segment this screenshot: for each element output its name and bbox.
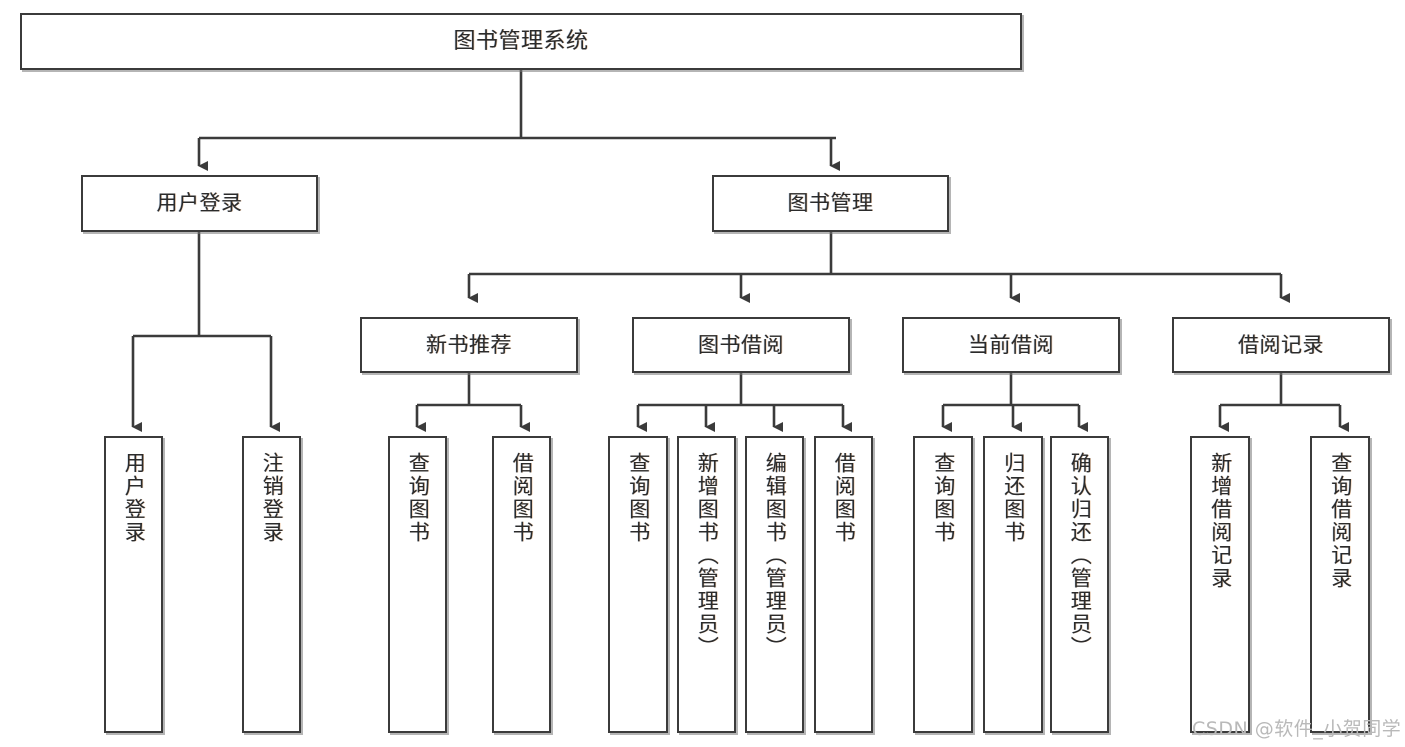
leaf-label: 注销登录 bbox=[260, 452, 285, 544]
leaf-label: 查询图书 bbox=[626, 452, 651, 544]
node-new-book-recommend[interactable]: 新书推荐 bbox=[360, 317, 578, 373]
leaf-label: 查询图书 bbox=[931, 452, 956, 544]
leaf-recommend-borrow-book[interactable]: 借阅图书 bbox=[492, 436, 551, 733]
node-borrow-record-label: 借阅记录 bbox=[1238, 332, 1324, 357]
node-borrow-record[interactable]: 借阅记录 bbox=[1172, 317, 1390, 373]
leaf-label: 查询借阅记录 bbox=[1328, 452, 1353, 590]
leaf-current-confirm-return-admin[interactable]: 确认归还（管理员） bbox=[1050, 436, 1109, 733]
node-root-label: 图书管理系统 bbox=[453, 28, 589, 54]
leaf-current-return-book[interactable]: 归还图书 bbox=[983, 436, 1043, 733]
node-book-management-label: 图书管理 bbox=[787, 191, 874, 216]
leaf-borrow-edit-book-admin[interactable]: 编辑图书（管理员） bbox=[745, 436, 804, 733]
leaf-label: 编辑图书（管理员） bbox=[763, 452, 788, 659]
leaf-current-query-book[interactable]: 查询图书 bbox=[913, 436, 973, 733]
leaf-borrow-add-book-admin[interactable]: 新增图书（管理员） bbox=[677, 436, 736, 733]
leaf-record-add-record[interactable]: 新增借阅记录 bbox=[1190, 436, 1250, 733]
leaf-borrow-query-book[interactable]: 查询图书 bbox=[608, 436, 668, 733]
node-current-borrow-label: 当前借阅 bbox=[968, 332, 1054, 357]
leaf-label: 新增图书（管理员） bbox=[695, 452, 720, 659]
leaf-label: 查询图书 bbox=[406, 452, 431, 544]
leaf-label: 新增借阅记录 bbox=[1208, 452, 1233, 590]
leaf-user-login-logout[interactable]: 注销登录 bbox=[242, 436, 301, 733]
watermark: CSDN @软件_小贺同学 bbox=[1192, 718, 1402, 740]
node-book-management[interactable]: 图书管理 bbox=[712, 175, 949, 232]
leaf-user-login-login[interactable]: 用户登录 bbox=[104, 436, 163, 733]
leaf-label: 借阅图书 bbox=[832, 452, 857, 544]
node-book-borrow[interactable]: 图书借阅 bbox=[632, 317, 850, 373]
leaf-recommend-query-book[interactable]: 查询图书 bbox=[388, 436, 447, 733]
leaf-label: 确认归还（管理员） bbox=[1068, 452, 1093, 659]
leaf-label: 用户登录 bbox=[122, 452, 147, 544]
leaf-borrow-borrow-book[interactable]: 借阅图书 bbox=[814, 436, 873, 733]
leaf-label: 归还图书 bbox=[1001, 452, 1026, 544]
node-user-login-label: 用户登录 bbox=[156, 191, 243, 216]
leaf-record-query-record[interactable]: 查询借阅记录 bbox=[1310, 436, 1370, 733]
node-user-login[interactable]: 用户登录 bbox=[81, 175, 318, 232]
node-current-borrow[interactable]: 当前借阅 bbox=[902, 317, 1120, 373]
node-root[interactable]: 图书管理系统 bbox=[20, 13, 1022, 70]
node-new-book-recommend-label: 新书推荐 bbox=[426, 332, 512, 357]
node-book-borrow-label: 图书借阅 bbox=[698, 332, 784, 357]
leaf-label: 借阅图书 bbox=[510, 452, 535, 544]
